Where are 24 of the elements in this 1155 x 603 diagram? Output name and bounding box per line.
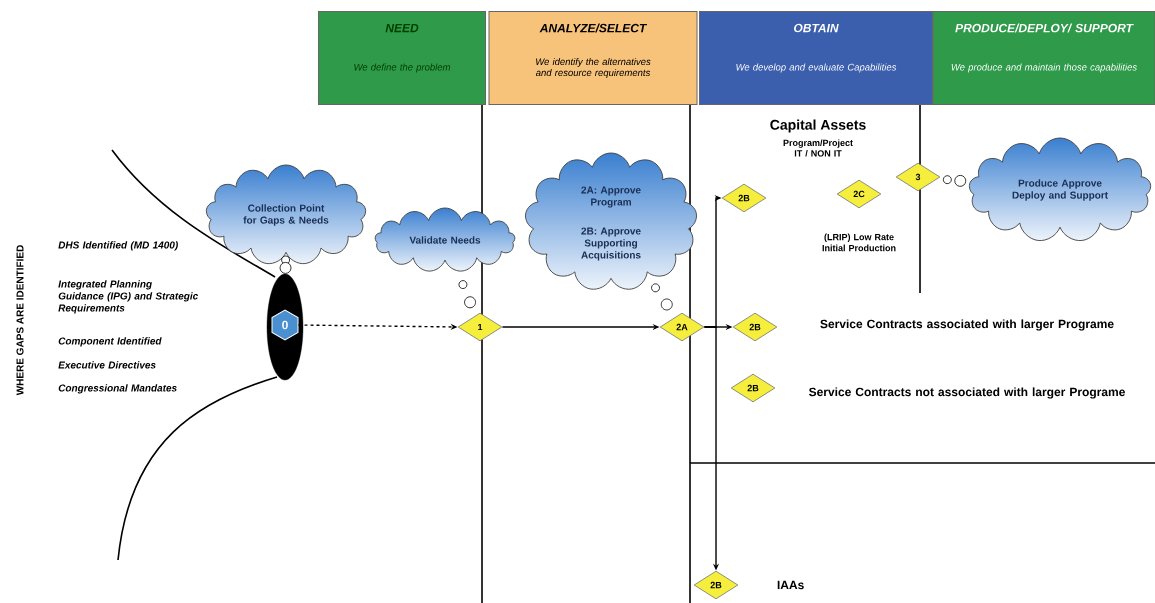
source-item: Congressional Mandates: [58, 384, 177, 394]
cloud: Produce Approve Deploy and Support: [968, 137, 1152, 242]
node-caption: IAAs: [777, 580, 804, 590]
node-caption: (LRIP) Low Rate Initial Production: [822, 233, 896, 252]
thought-bubbles: [458, 280, 476, 309]
stage-header: ANALYZE/SELECT We identify the alternatives and resource requirements: [488, 11, 698, 105]
stage-header: OBTAIN We develop and evaluate Capabilities: [699, 11, 933, 105]
thought-bubbles: [651, 283, 673, 311]
stage-header: PRODUCE/DEPLOY/ SUPPORT We produce and maintain those capabilities: [932, 11, 1155, 105]
source-item: DHS Identified (MD 1400): [58, 241, 178, 251]
section-heading: Capital Assets: [770, 119, 866, 133]
node-caption: Service Contracts associated with larger Programe: [820, 319, 1114, 331]
stage-header: NEED We define the problem: [318, 11, 486, 105]
cloud: Validate Needs: [374, 207, 516, 272]
thought-bubbles: [942, 175, 967, 187]
cloud: Collection Point for Gaps & Needs: [205, 164, 367, 265]
section-subheading: Program/Project IT / NON IT: [783, 139, 853, 157]
source-item: Component Identified: [58, 337, 162, 347]
cloud: 2A: Approve Program 2B: Approve Supporting Acquisitions: [525, 152, 697, 290]
rotated-heading: WHERE GAPS ARE IDENTIFIED: [16, 245, 24, 396]
thought-bubbles: [279, 255, 292, 274]
source-item: Integrated Planning Guidance (IPG) and Strategic Requirements: [58, 280, 199, 314]
source-item: Executive Directives: [58, 361, 156, 369]
node-caption: Service Contracts not associated with larger Programe: [808, 387, 1125, 399]
